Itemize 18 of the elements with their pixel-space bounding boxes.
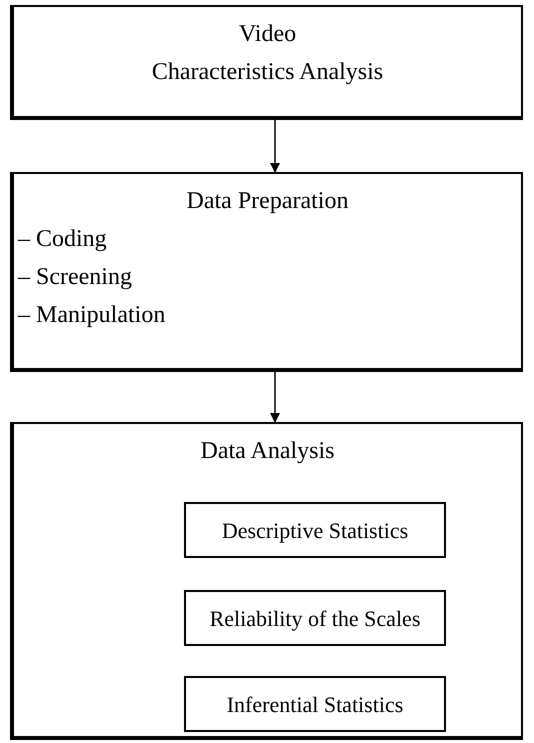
- process-box: [184, 590, 446, 646]
- arrow: [270, 372, 280, 423]
- box-label: Descriptive Statistics: [222, 516, 408, 545]
- process-box: [184, 676, 446, 732]
- stage-box: [10, 5, 523, 120]
- stage-box: [10, 422, 523, 740]
- box-label: Inferential Statistics: [226, 690, 404, 718]
- list-item: – Manipulation: [16, 301, 166, 330]
- stage-box: [10, 172, 523, 372]
- box-label: Reliability of the Scales: [210, 604, 420, 633]
- process-box: [184, 502, 446, 558]
- arrow: [270, 120, 280, 173]
- box-title: Video: [238, 20, 296, 49]
- box-title: Data Analysis: [200, 437, 334, 466]
- box-title: Characteristics Analysis: [152, 58, 384, 87]
- box-title: Data Preparation: [186, 187, 348, 216]
- list-item: – Coding: [16, 225, 107, 254]
- list-item: – Screening: [16, 263, 132, 292]
